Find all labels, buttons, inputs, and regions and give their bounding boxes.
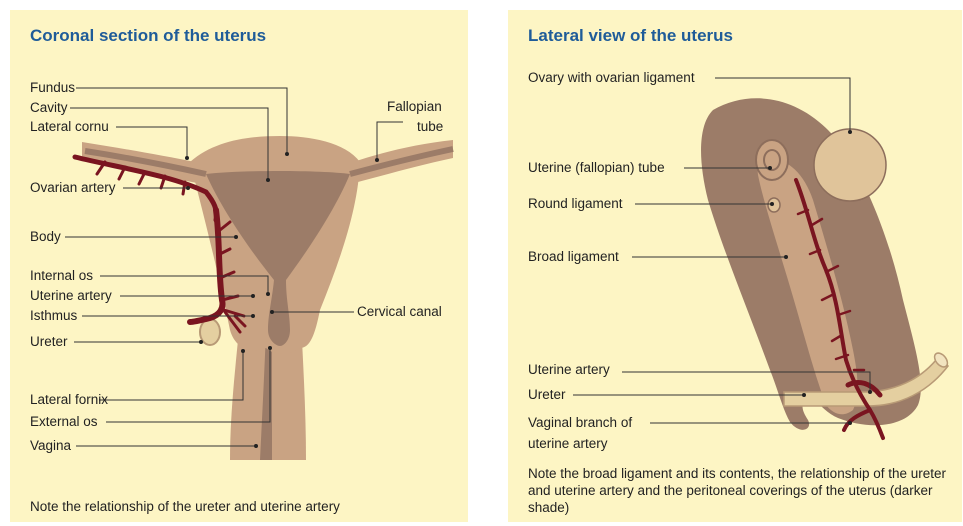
coronal-note: Note the relationship of the ureter and … bbox=[30, 498, 450, 515]
label-ovarian-artery: Ovarian artery bbox=[30, 180, 116, 196]
label-broad-ligament: Broad ligament bbox=[528, 249, 619, 265]
label-lateral-fornix: Lateral fornix bbox=[30, 392, 108, 408]
label-right-ureter: Ureter bbox=[528, 387, 566, 403]
ovary-shape bbox=[814, 129, 886, 201]
label-right-uterine-artery: Uterine artery bbox=[528, 362, 610, 378]
label-body: Body bbox=[30, 229, 61, 245]
label-fundus: Fundus bbox=[30, 80, 75, 96]
label-cavity: Cavity bbox=[30, 100, 68, 116]
label-lateral-cornu: Lateral cornu bbox=[30, 119, 109, 135]
label-vaginal-branch-2: uterine artery bbox=[528, 436, 608, 452]
label-internal-os: Internal os bbox=[30, 268, 93, 284]
coronal-section-panel: Coronal section of the uterus bbox=[10, 10, 468, 522]
label-vagina: Vagina bbox=[30, 438, 71, 454]
ureter-shape bbox=[200, 319, 220, 345]
uterine-tube-shape bbox=[756, 140, 788, 180]
uterine-artery-shape bbox=[190, 210, 223, 322]
label-round-ligament: Round ligament bbox=[528, 196, 623, 212]
label-vaginal-branch-1: Vaginal branch of bbox=[528, 415, 632, 431]
label-cervical-canal: Cervical canal bbox=[357, 304, 442, 320]
label-uterine-tube: Uterine (fallopian) tube bbox=[528, 160, 665, 176]
round-ligament-shape bbox=[768, 198, 780, 212]
lateral-note: Note the broad ligament and its contents… bbox=[528, 465, 946, 516]
coronal-section-diagram bbox=[10, 10, 468, 522]
label-fallopian-2: tube bbox=[417, 119, 443, 135]
lateral-view-panel: Lateral view of the uterus bbox=[508, 10, 962, 522]
label-ureter: Ureter bbox=[30, 334, 68, 350]
label-external-os: External os bbox=[30, 414, 98, 430]
label-fallopian-1: Fallopian bbox=[387, 99, 442, 115]
label-ovary: Ovary with ovarian ligament bbox=[528, 70, 695, 86]
label-uterine-artery: Uterine artery bbox=[30, 288, 112, 304]
label-isthmus: Isthmus bbox=[30, 308, 77, 324]
